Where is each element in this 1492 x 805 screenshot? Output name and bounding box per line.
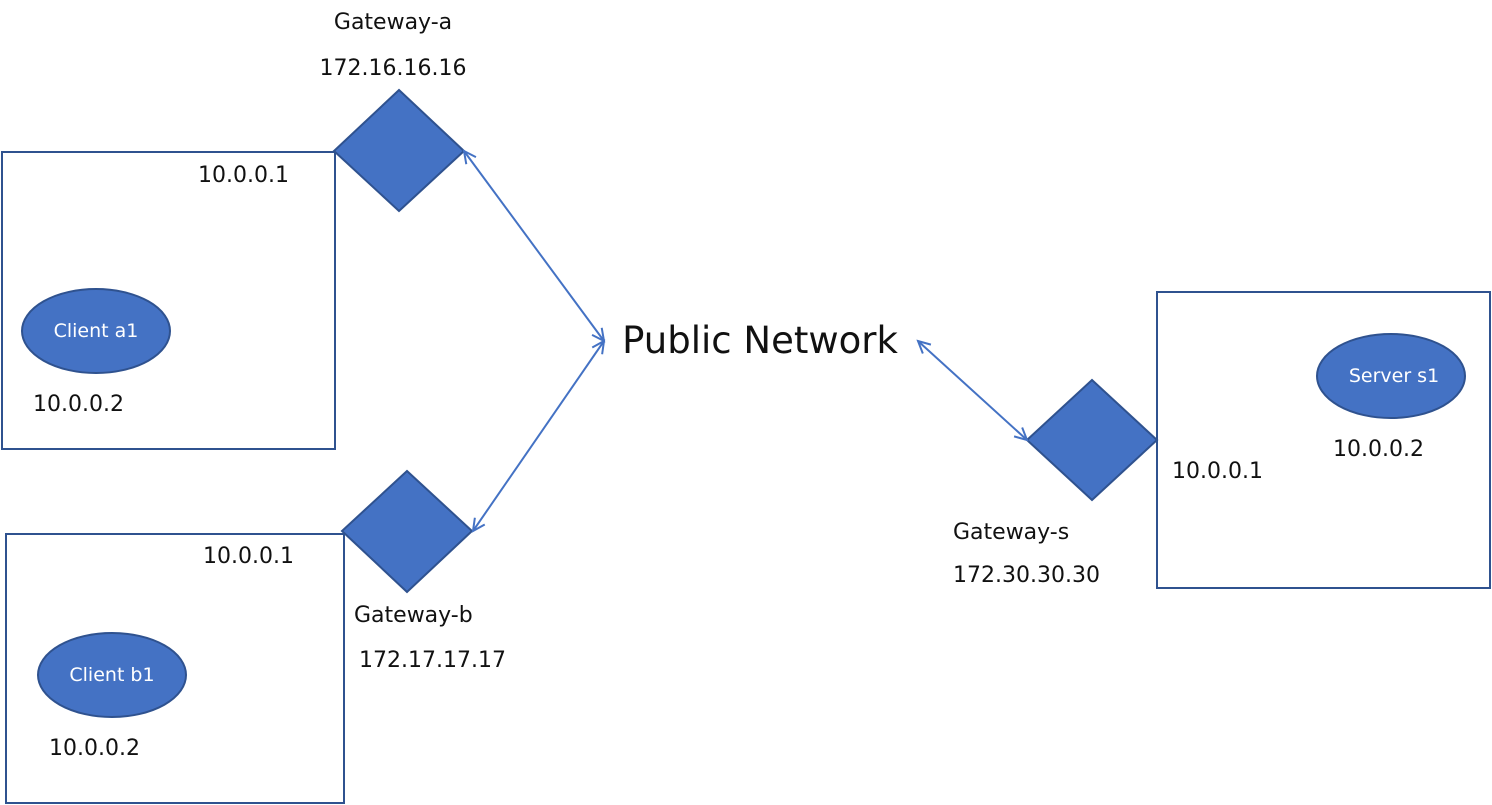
- client-b1-node: [37, 632, 187, 718]
- gateway-s-public-ip: 172.30.30.30: [953, 563, 1100, 588]
- gateway-s-name: Gateway-s: [953, 520, 1069, 545]
- gateway-b-diamond: [340, 469, 474, 594]
- server-s1-ip: 10.0.0.2: [1333, 437, 1424, 462]
- client-b1-ip: 10.0.0.2: [49, 736, 140, 761]
- network-a-box: [1, 151, 336, 450]
- client-b1-label: Client b1: [69, 664, 154, 686]
- gateway-b-lan-ip: 10.0.0.1: [203, 544, 294, 569]
- link-gateway-a-public: [464, 151, 604, 341]
- gateway-a-lan-ip: 10.0.0.1: [198, 163, 289, 188]
- network-b-box: [5, 533, 345, 804]
- server-s1-node: [1316, 333, 1466, 419]
- link-gateway-s-public: [918, 341, 1027, 440]
- public-network-label: Public Network: [622, 319, 898, 362]
- client-a1-label: Client a1: [54, 320, 139, 342]
- gateway-a-public-ip: 172.16.16.16: [320, 56, 467, 81]
- network-s-box: [1156, 291, 1491, 589]
- gateway-b-public-ip: 172.17.17.17: [359, 648, 506, 673]
- client-a1-node: [21, 288, 171, 374]
- server-s1-label: Server s1: [1349, 365, 1439, 387]
- gateway-s-lan-ip: 10.0.0.1: [1172, 459, 1263, 484]
- gateway-s-diamond: [1025, 378, 1159, 502]
- client-a1-ip: 10.0.0.2: [33, 392, 124, 417]
- gateway-a-name: Gateway-a: [334, 10, 452, 35]
- link-gateway-b-public: [473, 341, 604, 531]
- gateway-b-name: Gateway-b: [354, 603, 473, 628]
- gateway-a-diamond: [332, 88, 466, 213]
